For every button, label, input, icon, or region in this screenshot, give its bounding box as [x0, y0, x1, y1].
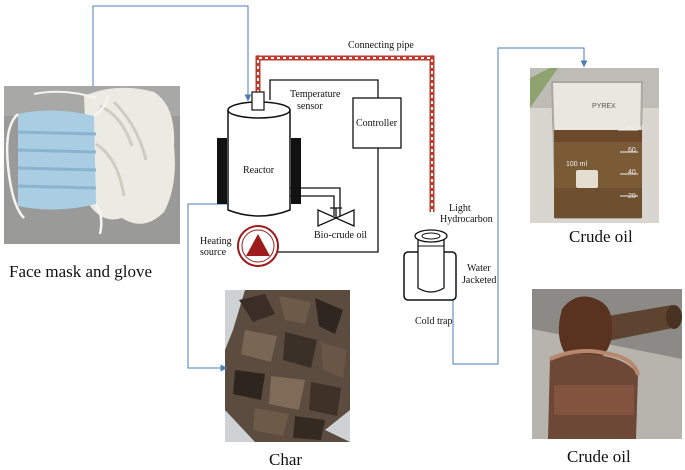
beaker-brand: PYREX [592, 103, 616, 110]
heating-source-label-2: source [200, 247, 227, 258]
crude-oil-bottom-caption: Crude oil [567, 447, 631, 466]
controller-wire [262, 148, 379, 253]
face-mask-glove-photo [4, 86, 180, 244]
beaker-mark-80: 80 ml [626, 125, 644, 132]
face-mask-caption: Face mask and glove [9, 262, 153, 281]
temperature-sensor-label-2: sensor [297, 101, 323, 112]
char-photo [225, 290, 350, 442]
flow-line-char [187, 203, 228, 372]
light-hydrocarbon-label-1: Light [449, 203, 471, 214]
beaker-mark-40: 40 [628, 169, 636, 176]
flow-line-feed [92, 5, 252, 102]
sensor-wire [269, 79, 379, 100]
flow-line-oil-top [452, 47, 588, 365]
crude-oil-top-caption: Crude oil [569, 227, 633, 246]
char-caption: Char [269, 450, 303, 469]
controller-box [352, 97, 402, 149]
heating-source-label-1: Heating [200, 236, 232, 247]
crude-oil-beaker-photo: PYREX 80 ml 60 100 ml 40 20 [530, 68, 659, 223]
controller-label: Controller [356, 118, 398, 129]
reactor-vessel [227, 110, 291, 217]
cold-trap-label: Cold trap [415, 316, 453, 327]
bio-crude-oil-label: Bio-crude oil [314, 230, 368, 241]
crude-oil-sample-photo [532, 289, 682, 439]
light-hydrocarbon-label-2: Hydrocarbon [440, 214, 493, 225]
beaker-mark-60: 60 [628, 147, 636, 154]
water-jacketed-label-1: Water [467, 263, 491, 274]
temperature-sensor-label-1: Temperature [290, 89, 341, 100]
connecting-pipe-label: Connecting pipe [348, 40, 414, 51]
beaker-mark-100: 100 ml [566, 161, 587, 168]
water-jacketed-label-2: Jacketed [462, 275, 497, 286]
reactor-label: Reactor [243, 165, 275, 176]
